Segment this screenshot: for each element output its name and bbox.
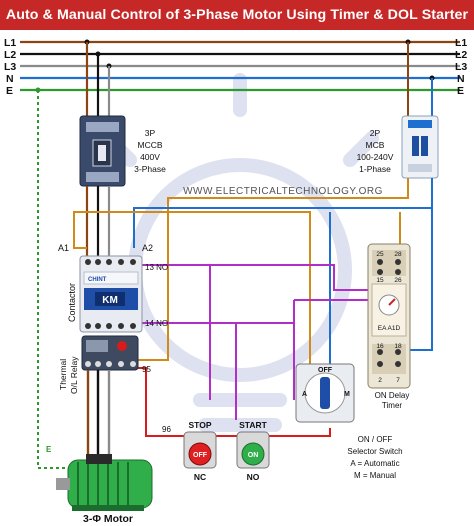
label-l1-right: L1 (455, 37, 467, 49)
relay-95: 95 (142, 365, 151, 374)
contactor-km-label: KM (102, 295, 118, 306)
mcb-breaker (401, 115, 439, 179)
relay-label-1: Thermal (58, 359, 68, 390)
relay-96: 96 (162, 425, 171, 434)
start-type: NO (247, 472, 260, 482)
selector-m: M (344, 391, 350, 398)
earth-wire (37, 90, 70, 469)
wire-a1 (73, 211, 311, 338)
label-n-left: N (6, 73, 14, 85)
stop-button-nc (183, 431, 217, 469)
timer-16: 16 (376, 343, 384, 350)
contactor-a2: A2 (142, 243, 153, 253)
selector-caption-2: Selector Switch (347, 447, 402, 456)
label-n-right: N (457, 73, 465, 85)
contactor-side-label: Contactor (67, 283, 77, 322)
title-bar: Auto & Manual Control of 3-Phase Motor U… (0, 0, 474, 30)
thermal-overload-relay (81, 335, 139, 371)
mcb-label-3: 100-240V (357, 152, 394, 162)
selector-caption-1: ON / OFF (358, 435, 393, 444)
stop-type: NC (194, 472, 206, 482)
motor-earth-label: E (46, 445, 52, 454)
selector-off: OFF (318, 367, 333, 374)
timer-label-2: Timer (382, 401, 402, 410)
start-button-no (236, 431, 270, 469)
label-l2-right: L2 (455, 49, 467, 61)
timer-label-1: ON Delay (375, 391, 410, 400)
watermark-text: WWW.ELECTRICALTECHNOLOGY.ORG (183, 186, 383, 197)
supply-bus (20, 40, 460, 92)
label-l1-left: L1 (4, 37, 16, 49)
label-e-left: E (6, 85, 13, 97)
label-l3-left: L3 (4, 61, 16, 73)
selector-a: A (302, 391, 307, 398)
mcb-label-4: 1-Phase (359, 164, 391, 174)
on-delay-timer (367, 243, 411, 389)
mcb-label-2: MCB (366, 140, 385, 150)
contactor-km (79, 255, 143, 333)
wire-95 (134, 367, 190, 437)
label-l2-left: L2 (4, 49, 16, 61)
stop-face: OFF (193, 452, 208, 459)
label-e-right: E (457, 85, 464, 97)
timer-25: 25 (376, 251, 384, 258)
start-face: ON (248, 452, 259, 459)
timer-28: 28 (394, 251, 402, 258)
timer-18: 18 (394, 343, 402, 350)
mccb-label-3: 400V (140, 152, 160, 162)
relay-label-2: O/L Relay (69, 356, 79, 394)
mccb-label-4: 3-Phase (134, 164, 166, 174)
mccb-label-2: MCCB (137, 140, 162, 150)
mccb-label-1: 3P (145, 128, 156, 138)
timer-26: 26 (394, 277, 402, 284)
selector-caption-4: M = Manual (354, 471, 396, 480)
timer-model: EA A1D (378, 325, 401, 332)
contactor-a1: A1 (58, 243, 69, 253)
mccb-breaker (79, 115, 126, 187)
selector-caption-3: A = Automatic (350, 459, 399, 468)
timer-15: 15 (376, 277, 384, 284)
wire-mcb-to-timer (134, 178, 409, 361)
timer-7: 7 (396, 377, 400, 384)
stop-label: STOP (189, 420, 212, 430)
timer-2: 2 (378, 377, 382, 384)
three-phase-motor (56, 454, 153, 511)
label-l3-right: L3 (455, 61, 467, 73)
mcb-label-1: 2P (370, 128, 381, 138)
motor-label: 3-Φ Motor (83, 513, 133, 525)
start-label: START (239, 420, 268, 430)
contactor-brand: CHINT (88, 277, 107, 283)
contactor-13no: 13 NO (145, 263, 168, 272)
selector-switch (295, 363, 355, 423)
contactor-14no: 14 NO (145, 319, 168, 328)
diagram-title: Auto & Manual Control of 3-Phase Motor U… (5, 7, 469, 23)
